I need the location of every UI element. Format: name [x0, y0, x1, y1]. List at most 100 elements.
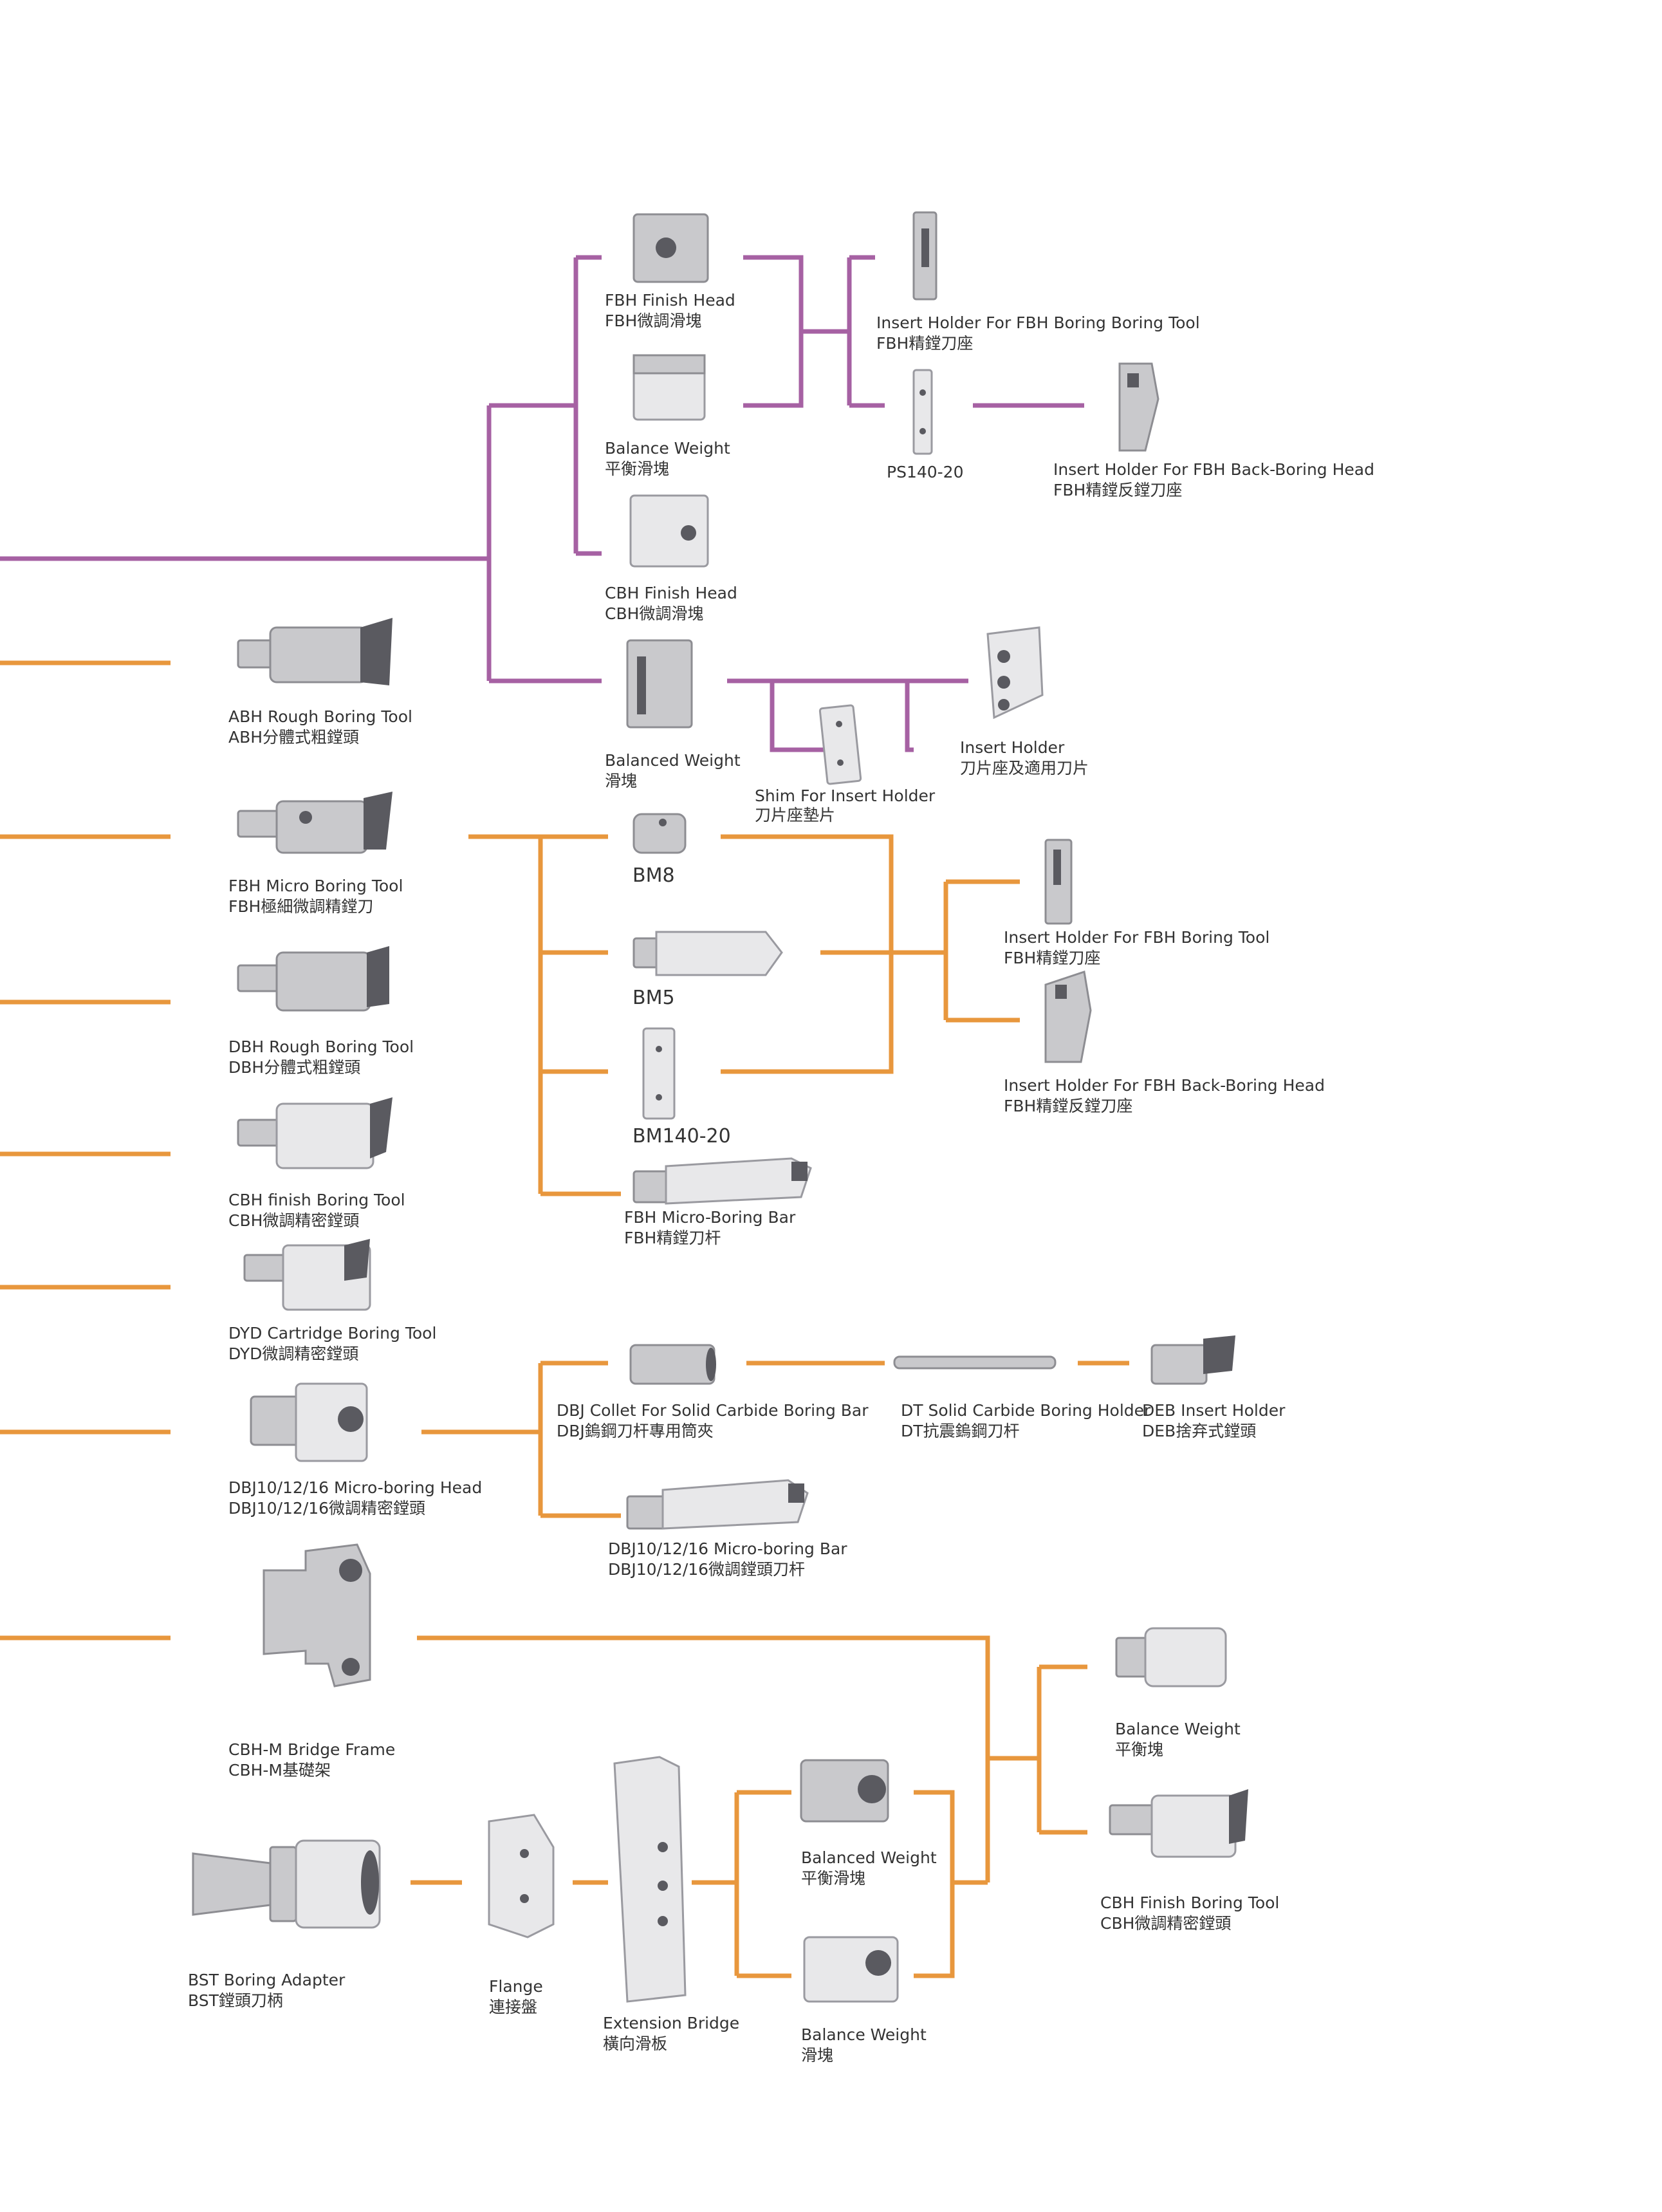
boring-head-icon — [237, 1097, 392, 1169]
insert-holder-fbh-label: Insert Holder For FBH Boring Boring Tool — [876, 313, 1200, 332]
flange-label-zh: 連接盤 — [489, 1998, 537, 2016]
shim-label-zh: 刀片座墊片 — [755, 806, 835, 824]
extension-bridge-label-zh: 橫向滑板 — [603, 2034, 667, 2053]
balance-weight-right-label: Balance Weight — [1115, 1720, 1241, 1738]
cylinder-weight-icon — [1115, 1627, 1227, 1687]
ps140-20-label: PS140-20 — [887, 463, 964, 481]
balanced-weight-label-zh: 滑塊 — [605, 772, 637, 790]
boring-bar-icon — [632, 931, 783, 976]
abh-label-zh: ABH分體式粗鏜頭 — [228, 728, 359, 747]
balanced-weight-block-icon — [626, 639, 693, 729]
dbh-label: DBH Rough Boring Tool — [228, 1037, 414, 1056]
back-boring-holder-icon — [1044, 971, 1092, 1063]
insert-holder-icon — [1150, 1335, 1235, 1385]
dbh-label-zh: DBH分體式粗鏜頭 — [228, 1058, 360, 1077]
extension-bridge-label: Extension Bridge — [603, 2014, 739, 2032]
boring-head-icon — [1109, 1789, 1248, 1858]
boring-bar-icon — [626, 1479, 809, 1530]
short-bar-icon — [632, 813, 687, 854]
fbh-finish-head-label-zh: FBH微調滑塊 — [605, 311, 701, 330]
insert-holder-fbh-mid-label: Insert Holder For FBH Boring Tool — [1004, 928, 1270, 947]
flange-label: Flange — [489, 1977, 543, 1996]
bm8-label: BM8 — [632, 864, 675, 887]
purple-connectors — [0, 255, 1084, 752]
insert-holder-back-mid-label: Insert Holder For FBH Back-Boring Head — [1004, 1076, 1325, 1095]
insert-holder-icon — [1044, 839, 1073, 925]
finish-head-block-icon — [629, 494, 709, 568]
deb-label-zh: DEB捨弃式鏜頭 — [1142, 1422, 1256, 1440]
balance-weight-label: Balance Weight — [605, 439, 730, 458]
balanced-weight-bottom-label: Balanced Weight — [801, 1848, 937, 1867]
fbh-micro-label-zh: FBH極細微調精鏜刀 — [228, 897, 373, 916]
finish-head-block-icon — [632, 213, 709, 283]
dyd-label-zh: DYD微調精密鏜頭 — [228, 1344, 358, 1363]
insert-holder-label-zh: 刀片座及適用刀片 — [960, 759, 1089, 777]
boring-head-icon — [237, 618, 392, 685]
bridge-frame-icon — [263, 1543, 371, 1687]
dbj-head-label: DBJ10/12/16 Micro-boring Head — [228, 1478, 482, 1497]
taper-adapter-icon — [192, 1839, 381, 1929]
labels: FBH Finish Head FBH微調滑塊 Balance Weight 平… — [188, 291, 1374, 2065]
abh-label: ABH Rough Boring Tool — [228, 707, 412, 726]
dbj-collet-label: DBJ Collet For Solid Carbide Boring Bar — [557, 1401, 869, 1420]
balanced-weight-label: Balanced Weight — [605, 751, 741, 770]
collet-icon — [629, 1344, 716, 1385]
cbh-finish-boring-label-zh: CBH微調精密鏜頭 — [228, 1211, 359, 1230]
back-boring-holder-icon — [1118, 362, 1159, 452]
cbh-finish-right-label: CBH Finish Boring Tool — [1100, 1893, 1279, 1912]
bm140-20-label: BM140-20 — [632, 1125, 731, 1148]
insert-holder-icon — [912, 211, 937, 301]
parts — [192, 211, 1248, 2003]
cbh-finish-head-label: CBH Finish Head — [605, 584, 737, 602]
balanced-weight-bottom-label-zh: 平衡滑塊 — [801, 1869, 865, 1888]
deb-label: DEB Insert Holder — [1142, 1401, 1286, 1420]
dyd-label: DYD Cartridge Boring Tool — [228, 1324, 436, 1343]
cbh-m-bridge-label: CBH-M Bridge Frame — [228, 1740, 395, 1759]
shim-label: Shim For Insert Holder — [755, 786, 936, 805]
fbh-micro-bar-label-zh: FBH精鏜刀杆 — [624, 1229, 721, 1247]
insert-holder-back-mid-label-zh: FBH精鏜反鏜刀座 — [1004, 1097, 1132, 1115]
carbide-rod-icon — [893, 1355, 1057, 1370]
bst-label-zh: BST鏜頭刀柄 — [188, 1991, 283, 2010]
balance-weight-label-zh: 平衡滑塊 — [605, 460, 669, 478]
insert-holder-label: Insert Holder — [960, 738, 1065, 757]
boring-bar-icon — [632, 1157, 812, 1205]
insert-holder-icon — [986, 626, 1044, 720]
boring-head-icon — [237, 946, 389, 1012]
extension-bridge-icon — [613, 1756, 687, 2003]
dt-carbide-label-zh: DT抗震鎢鋼刀杆 — [901, 1422, 1020, 1440]
orange-connectors — [0, 660, 1129, 1978]
balance-weight-block-icon — [803, 1936, 899, 2003]
balanced-weight-block-icon — [800, 1759, 889, 1823]
insert-holder-fbh-label-zh: FBH精鏜刀座 — [876, 334, 973, 353]
dbj-bar-label-zh: DBJ10/12/16微調鏜頭刀杆 — [608, 1560, 805, 1579]
insert-holder-back-boring-label-zh: FBH精鏜反鏜刀座 — [1053, 481, 1182, 499]
insert-holder-fbh-mid-label-zh: FBH精鏜刀座 — [1004, 949, 1100, 967]
shim-bar-icon — [642, 1027, 676, 1120]
dt-carbide-label: DT Solid Carbide Boring Holder — [901, 1401, 1151, 1420]
boring-head-icon — [237, 792, 392, 854]
insert-holder-back-boring-label: Insert Holder For FBH Back-Boring Head — [1053, 460, 1374, 479]
dbj-head-label-zh: DBJ10/12/16微調精密鏜頭 — [228, 1499, 425, 1518]
fbh-finish-head-label: FBH Finish Head — [605, 291, 735, 310]
fbh-micro-bar-label: FBH Micro-Boring Bar — [624, 1208, 796, 1227]
shim-bar-icon — [912, 369, 933, 455]
balance-weight-block-icon — [632, 354, 706, 421]
shim-plate-icon — [818, 704, 862, 785]
balance-weight-right-label-zh: 平衡塊 — [1115, 1740, 1163, 1759]
dbj-bar-label: DBJ10/12/16 Micro-boring Bar — [608, 1539, 847, 1558]
cbh-finish-right-label-zh: CBH微調精密鏜頭 — [1100, 1914, 1231, 1933]
boring-head-icon — [243, 1239, 371, 1311]
micro-boring-head-icon — [250, 1382, 368, 1462]
balance-weight-bottom-label: Balance Weight — [801, 2025, 927, 2044]
flange-icon — [488, 1814, 555, 1938]
bst-label: BST Boring Adapter — [188, 1971, 346, 1989]
bm5-label: BM5 — [632, 987, 675, 1009]
cbh-finish-boring-label: CBH finish Boring Tool — [228, 1191, 405, 1209]
fbh-micro-label: FBH Micro Boring Tool — [228, 877, 403, 895]
cbh-m-bridge-label-zh: CBH-M基礎架 — [228, 1761, 331, 1780]
balance-weight-bottom-label-zh: 滑塊 — [801, 2046, 833, 2065]
cbh-finish-head-label-zh: CBH微調滑塊 — [605, 604, 703, 623]
dbj-collet-label-zh: DBJ鎢鋼刀杆專用筒夾 — [557, 1422, 714, 1440]
